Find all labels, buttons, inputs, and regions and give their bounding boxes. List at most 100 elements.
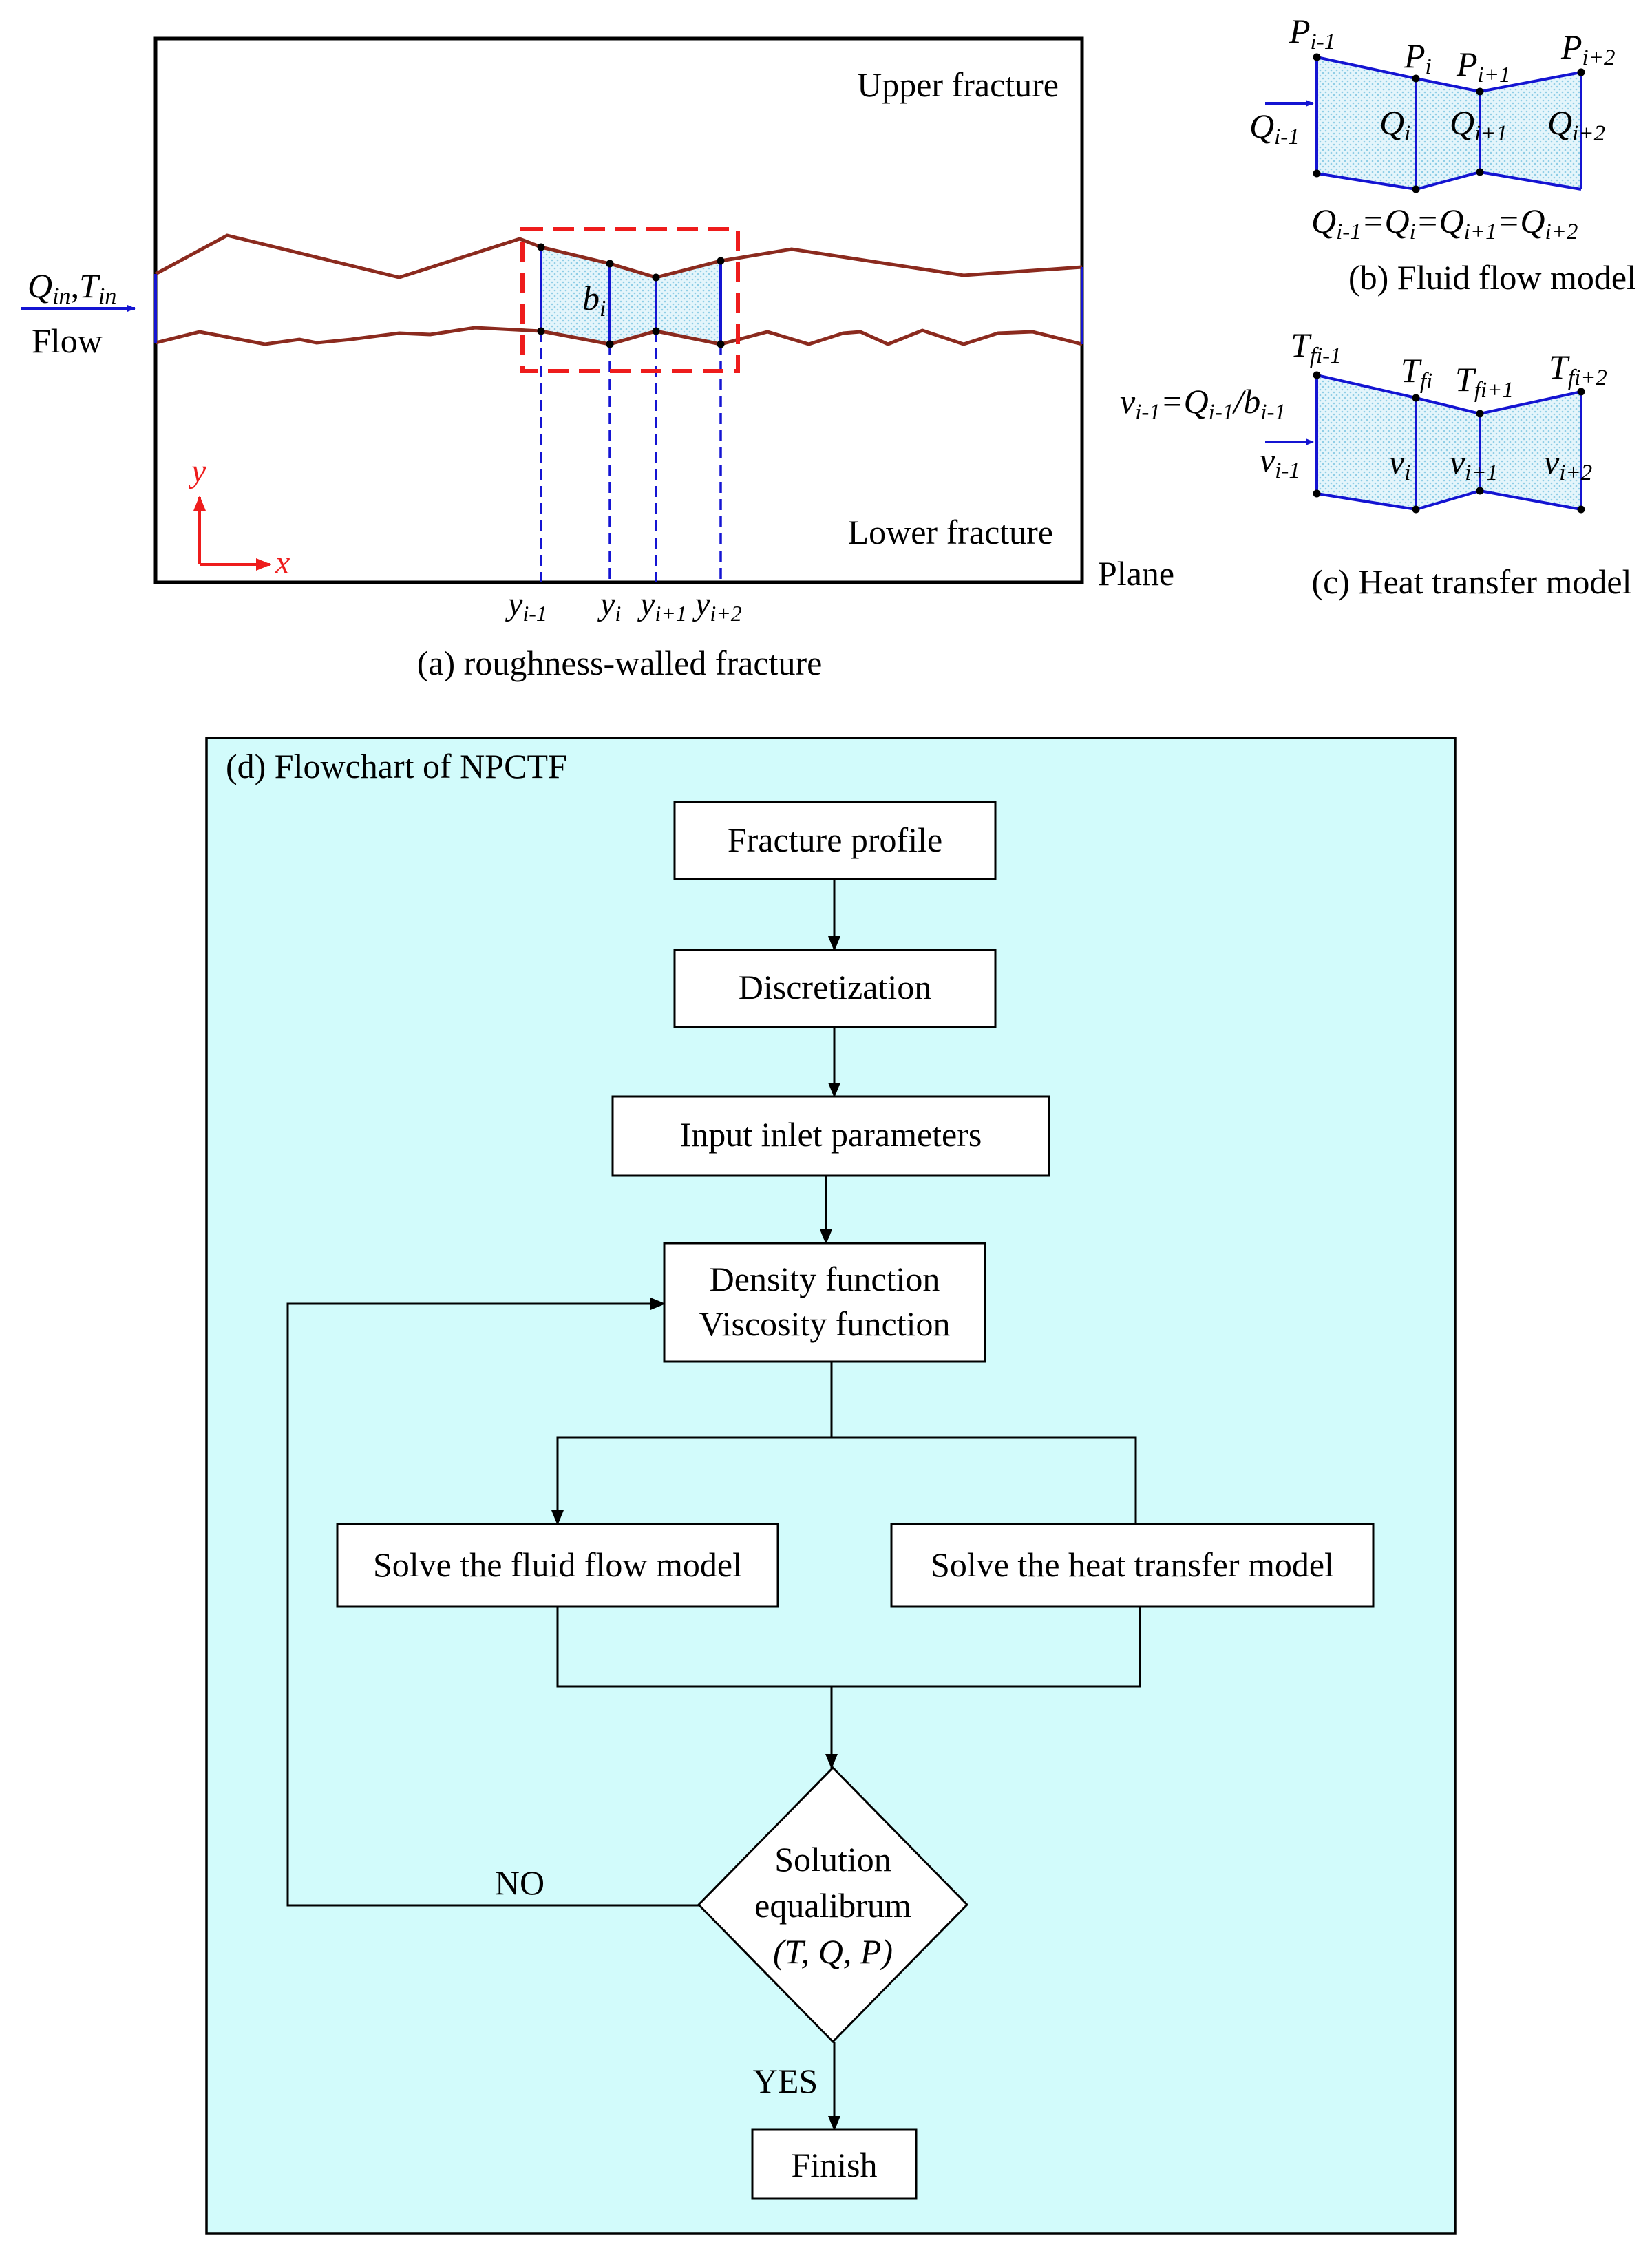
heat-model-bottom-edge — [1316, 489, 1582, 511]
panel-a: Upper fracture Lower fracture Plane Qin,… — [21, 36, 1174, 682]
box-discretization-shape — [673, 949, 997, 1028]
box-solve-heat-shape — [890, 1523, 1375, 1608]
node-point — [1577, 388, 1585, 396]
fluid-model-nodes — [1313, 53, 1585, 193]
flowrate-label-1: Qi-1 — [1249, 107, 1300, 149]
heat-model-boundaries — [1315, 375, 1582, 509]
decision-diamond — [697, 1766, 969, 2044]
velocity-labels: vi-1 vi vi+1 vi+2 — [1260, 441, 1592, 485]
pressure-labels: Pi-1 Pi Pi+1 Pi+2 — [1289, 12, 1615, 87]
lower-fracture-label: Lower fracture — [848, 513, 1053, 551]
fluid-model-boundaries — [1315, 57, 1582, 189]
node-point — [1412, 185, 1420, 193]
node-point — [537, 327, 545, 335]
node-point — [537, 243, 545, 251]
box-fracture-profile-shape — [673, 801, 997, 880]
decision-line-1: Solution — [774, 1840, 891, 1879]
decision-line-3: (T, Q, P) — [773, 1932, 893, 1971]
box-solve-fluid-label: Solve the fluid flow model — [373, 1545, 742, 1584]
velocity-label-4: vi+2 — [1544, 443, 1592, 485]
element-boundaries — [540, 247, 722, 344]
temperature-label-2: Tfi — [1401, 351, 1432, 394]
node-point — [1412, 74, 1420, 83]
panel-b: Pi-1 Pi Pi+1 Pi+2 Qi-1 Qi Qi+1 Qi+2 Qi-1… — [1249, 12, 1636, 297]
plane-label: Plane — [1098, 554, 1174, 593]
density-function-label: Density function — [710, 1260, 940, 1298]
box-solve-heat: Solve the heat transfer model — [890, 1523, 1375, 1608]
decision-solution-equilibrium: Solution equalibrum (T, Q, P) — [697, 1766, 969, 2044]
node-point — [1476, 87, 1484, 96]
coordinate-axes: y x — [188, 453, 290, 581]
connector-no-loop — [286, 1298, 699, 1907]
node-point — [1476, 168, 1484, 176]
temperature-label-3: Tfi+1 — [1455, 360, 1514, 403]
heat-model-fill — [1317, 375, 1581, 509]
connector-property-split-right — [832, 1436, 1137, 1524]
no-branch-label: NO — [495, 1863, 544, 1902]
heat-model-top-edge — [1316, 374, 1582, 416]
temperature-label-1: Tfi-1 — [1291, 326, 1342, 368]
viscosity-function-label: Viscosity function — [699, 1304, 950, 1343]
zoom-highlight-box — [520, 227, 740, 373]
temperature-label-4: Tfi+2 — [1549, 348, 1607, 390]
node-point — [606, 340, 614, 348]
panel-c-caption: (c) Heat transfer model — [1311, 562, 1631, 601]
box-solve-heat-label: Solve the heat transfer model — [931, 1545, 1334, 1584]
connector-solve-merge — [556, 1607, 1141, 1688]
panel-a-caption: (a) roughness-walled fracture — [417, 644, 823, 682]
node-point — [1412, 505, 1420, 514]
y-position-labels: yi-1 yi yi+1 yi+2 — [505, 586, 742, 626]
pressure-label-2: Pi — [1404, 36, 1432, 79]
node-point — [1476, 487, 1484, 495]
box-property-functions-shape — [663, 1242, 986, 1363]
box-finish-label: Finish — [791, 2146, 877, 2184]
node-point — [1313, 489, 1321, 498]
fluid-model-fill — [1317, 57, 1581, 189]
flowrate-label-3: Qi+1 — [1450, 103, 1507, 146]
box-input-inlet-label: Input inlet parameters — [680, 1115, 982, 1154]
flowchart-title: (d) Flowchart of NPCTF — [226, 747, 567, 785]
node-point — [1412, 394, 1420, 402]
flow-continuity-equation: Qi-1=Qi=Qi+1=Qi+2 — [1311, 202, 1578, 244]
pressure-label-4: Pi+2 — [1560, 28, 1615, 70]
node-point — [1313, 371, 1321, 379]
velocity-label-3: vi+1 — [1450, 443, 1498, 485]
box-finish: Finish — [751, 2128, 918, 2200]
box-finish-shape — [751, 2128, 918, 2200]
fluid-model-top-edge — [1316, 56, 1582, 94]
panel-b-caption: (b) Fluid flow model — [1348, 258, 1636, 297]
aperture-label: bi — [582, 279, 606, 321]
pressure-label-3: Pi+1 — [1456, 45, 1510, 87]
upper-fracture-label: Upper fracture — [857, 65, 1059, 104]
node-point — [606, 260, 614, 268]
y-label-3: yi+1 — [637, 586, 687, 626]
box-fracture-profile: Fracture profile — [673, 801, 997, 880]
panel-d: (d) Flowchart of NPCTF Fracture profile … — [205, 737, 1457, 2235]
node-point — [1476, 410, 1484, 418]
node-point — [652, 273, 660, 282]
node-point — [1577, 505, 1585, 514]
y-label-4: yi+2 — [692, 586, 742, 626]
box-input-inlet-shape — [611, 1095, 1050, 1177]
heat-model-nodes — [1313, 371, 1585, 514]
velocity-label-1: vi-1 — [1260, 441, 1300, 483]
panel-c: Tfi-1 Tfi Tfi+1 Tfi+2 vi-1 vi vi+1 vi+2 … — [1120, 326, 1632, 601]
y-axis-label: y — [188, 453, 206, 489]
flowrate-label-2: Qi — [1379, 103, 1410, 146]
fracture-aperture-fill — [541, 247, 721, 344]
y-label-2: yi — [597, 586, 621, 626]
flowrate-labels: Qi-1 Qi Qi+1 Qi+2 — [1249, 103, 1605, 149]
box-discretization-label: Discretization — [739, 968, 931, 1006]
flowrate-label-4: Qi+2 — [1547, 103, 1605, 146]
pressure-label-1: Pi-1 — [1289, 12, 1335, 54]
flow-label: Flow — [32, 321, 103, 360]
node-point — [1313, 53, 1321, 61]
node-points — [537, 243, 725, 348]
inlet-conditions-label: Qin,Tin — [28, 266, 116, 309]
yes-branch-label: YES — [753, 2062, 818, 2100]
x-axis-label: x — [275, 544, 290, 581]
node-point — [717, 340, 725, 348]
fluid-model-bottom-edge — [1316, 170, 1582, 191]
temperature-labels: Tfi-1 Tfi Tfi+1 Tfi+2 — [1291, 326, 1607, 403]
